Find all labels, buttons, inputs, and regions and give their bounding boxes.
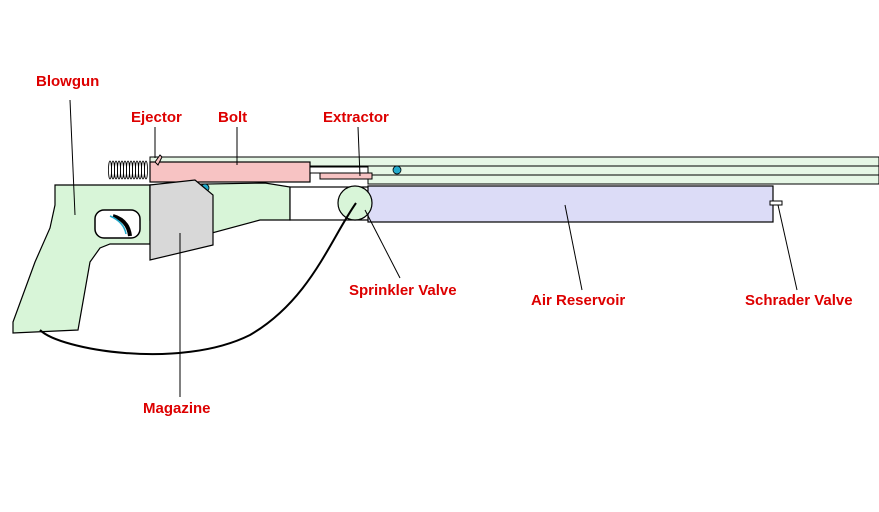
barrel-lower-tube — [367, 165, 879, 176]
stock-grip — [12, 184, 151, 334]
extractor-rod — [319, 172, 373, 180]
spring-coil — [135, 160, 139, 180]
magazine — [149, 179, 214, 261]
label-sprinkler-valve: Sprinkler Valve — [349, 282, 457, 299]
spring-coil — [141, 160, 145, 180]
bolt — [149, 161, 311, 183]
label-extractor: Extractor — [323, 109, 389, 126]
barrel-oring — [392, 165, 402, 175]
spring-coil — [144, 160, 148, 180]
air-hose — [39, 202, 357, 356]
leader-air-reservoir — [564, 204, 583, 291]
spring-coil — [126, 160, 130, 180]
label-air-reservoir: Air Reservoir — [531, 292, 625, 309]
spring-coil — [114, 160, 118, 180]
trigger-highlight — [109, 215, 127, 235]
label-ejector: Ejector — [131, 109, 182, 126]
spring-coil — [123, 160, 127, 180]
label-blowgun: Blowgun — [36, 73, 99, 90]
barrel-bottom-tube — [367, 174, 879, 185]
label-bolt: Bolt — [218, 109, 247, 126]
label-magazine: Magazine — [143, 400, 211, 417]
leader-sprinkler-valve — [364, 209, 401, 279]
label-schrader-valve: Schrader Valve — [745, 292, 853, 309]
trigger — [112, 214, 132, 237]
spring-coil — [129, 160, 133, 180]
spring-coil — [138, 160, 142, 180]
spring-coil — [132, 160, 136, 180]
leader-blowgun — [69, 99, 76, 216]
ejector-spring — [108, 160, 148, 180]
schrader-valve — [769, 200, 783, 206]
air-reservoir — [367, 185, 774, 223]
ejector-pin — [154, 154, 163, 166]
leader-schrader-valve — [777, 204, 798, 291]
spring-coil — [120, 160, 124, 180]
spring-coil — [111, 160, 115, 180]
trigger-guard — [94, 209, 141, 239]
spring-coil — [108, 160, 112, 180]
leader-lines — [69, 99, 798, 397]
leader-extractor — [357, 126, 361, 177]
spring-coil — [117, 160, 121, 180]
